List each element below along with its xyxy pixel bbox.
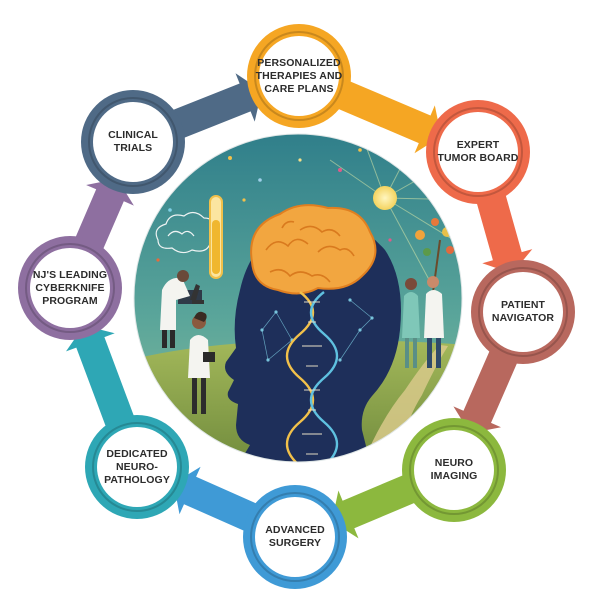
node-inner-ring-patient-navigator [478,267,568,357]
node-center-clinical-trials [93,102,173,182]
node-center-patient-navigator [483,272,563,352]
node-personalized-therapies [247,24,351,128]
tree-icon [415,207,454,301]
cycle-arrows [63,69,533,544]
doctor-clipboard-figure [188,311,215,414]
node-center-dedicated-neuro-pathology [97,427,177,507]
scientist-microscope-figure [160,270,204,348]
node-inner-ring-dedicated-neuro-pathology [92,422,182,512]
node-advanced-surgery [243,485,347,589]
node-inner-ring-advanced-surgery [250,492,340,582]
brain-icon [250,204,377,295]
node-center-personalized-therapies [259,36,339,116]
node-inner-ring-personalized-therapies [254,31,344,121]
node-neuro-imaging [402,418,506,522]
node-circles [18,24,575,589]
node-center-advanced-surgery [255,497,335,577]
dna-helix-icon [285,291,339,462]
patient-and-doctor-figures [402,276,444,368]
node-clinical-trials [81,90,185,194]
node-cyberknife-program [18,236,122,340]
node-center-expert-tumor-board [438,112,518,192]
node-inner-ring-cyberknife-program [25,243,115,333]
node-dedicated-neuro-pathology [85,415,189,519]
node-inner-ring-expert-tumor-board [433,107,523,197]
central-illustration [134,134,462,462]
node-expert-tumor-board [426,100,530,204]
node-center-neuro-imaging [414,430,494,510]
test-tube-icon [209,195,223,279]
node-center-cyberknife-program [30,248,110,328]
node-inner-ring-neuro-imaging [409,425,499,515]
node-patient-navigator [471,260,575,364]
node-inner-ring-clinical-trials [88,97,178,187]
